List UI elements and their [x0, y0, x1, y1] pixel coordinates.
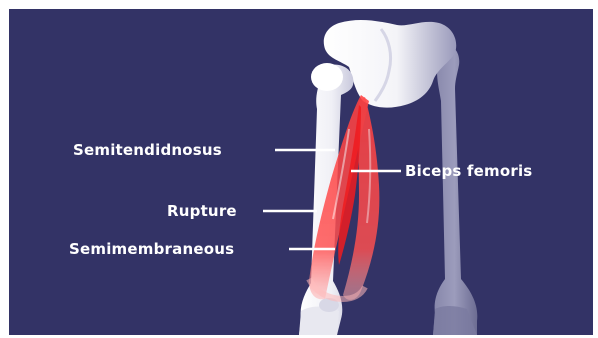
- rupture-label: Rupture: [167, 202, 237, 220]
- semitendinosus-label: Semitendidnosus: [73, 141, 222, 159]
- semimembranosus-label: Semimembraneous: [69, 240, 234, 258]
- hamstring-diagram: Semitendidnosus Biceps femoris Rupture S…: [9, 9, 593, 335]
- biceps-femoris-label: Biceps femoris: [405, 162, 532, 180]
